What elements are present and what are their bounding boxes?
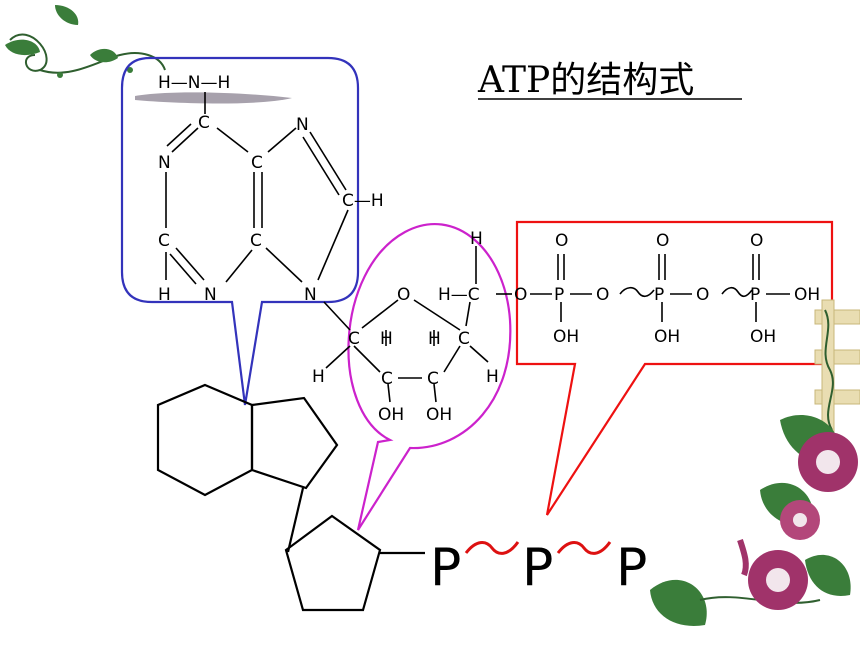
atom-c: C — [427, 369, 439, 389]
atom-oh: OH — [378, 405, 404, 425]
atom-h: H — [428, 329, 441, 349]
atom-c: C — [458, 329, 470, 349]
amine-highlight — [135, 92, 292, 104]
phosphate-bonds — [530, 254, 790, 322]
atom-oh: OH — [553, 327, 579, 347]
glycosidic-link — [286, 487, 305, 553]
simplified-phosphate: P — [522, 538, 553, 598]
high-energy-bond — [464, 541, 520, 555]
atom-n: N — [158, 153, 171, 173]
atom-o: O — [656, 231, 669, 251]
phosphate-callout — [515, 220, 834, 516]
atom-p: P — [750, 285, 760, 305]
atom-hc: H—C — [438, 285, 480, 305]
ribose-shape — [284, 514, 382, 612]
vine-decoration-icon — [5, 5, 166, 78]
ribose-callout — [347, 223, 512, 531]
atom-p: P — [654, 285, 664, 305]
ribose-bonds — [323, 246, 512, 403]
atom-o: O — [555, 231, 568, 251]
atom-ch: C—H — [342, 191, 384, 211]
atom-o-bridge: O — [696, 285, 709, 305]
atom-h: H — [380, 329, 393, 349]
atom-p: P — [554, 285, 564, 305]
atom-o: O — [750, 231, 763, 251]
atom-c: C — [348, 329, 360, 349]
atom-h: H — [312, 367, 325, 387]
atom-n: N — [204, 285, 217, 305]
atom-o-ring: O — [397, 285, 410, 305]
atom-n: N — [296, 115, 309, 135]
simplified-phosphate: P — [616, 538, 647, 598]
atom-oh: OH — [794, 285, 820, 305]
atom-c: C — [381, 369, 393, 389]
high-energy-bond — [556, 541, 612, 555]
page-title: ATP的结构式 — [477, 60, 694, 101]
atom-h: H — [158, 285, 171, 305]
adenine-shape — [156, 383, 339, 497]
atom-c: C — [158, 231, 170, 251]
atom-c: C — [250, 231, 262, 251]
atom-o-bridge: O — [596, 285, 609, 305]
atom-h: H — [470, 229, 483, 249]
adenine-bonds — [165, 92, 349, 285]
atom-n-glycosidic: N — [304, 285, 317, 305]
atom-oh: OH — [654, 327, 680, 347]
atom-amine: H—N—H — [158, 73, 230, 93]
atom-c: C — [251, 153, 263, 173]
atom-oh: OH — [426, 405, 452, 425]
morning-glory-icon — [650, 299, 860, 626]
atom-o-link: O — [514, 285, 527, 305]
atom-oh: OH — [750, 327, 776, 347]
simplified-phosphate: P — [430, 538, 461, 598]
adenine-callout — [120, 56, 360, 406]
atom-c: C — [198, 113, 210, 133]
atom-h: H — [486, 367, 499, 387]
